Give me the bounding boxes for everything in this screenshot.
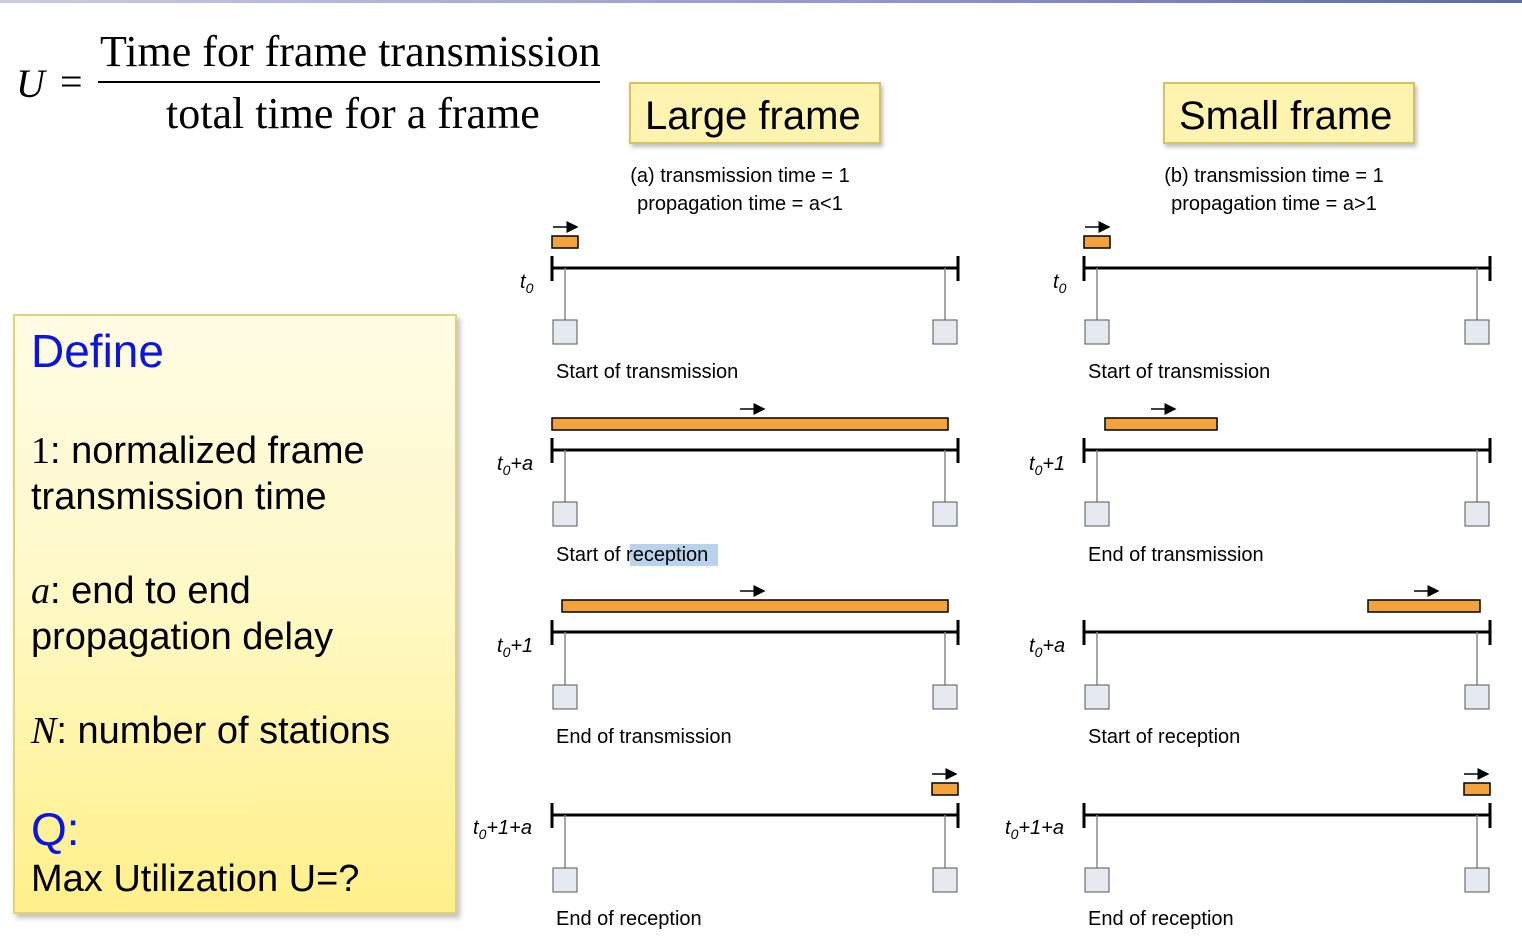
item2-line1: : end to end xyxy=(50,570,251,612)
frame-bar xyxy=(1463,782,1491,796)
station-left xyxy=(1084,867,1110,893)
small-frame-caption-line2: propagation time = a>1 xyxy=(1171,193,1377,215)
small-frame-title: Small frame xyxy=(1163,82,1415,144)
station-right xyxy=(932,867,958,893)
definitions-box: Define 1: normalized frame transmission … xyxy=(13,314,457,914)
station-right xyxy=(932,319,958,345)
step-label: Start of reception xyxy=(556,544,708,566)
station-left xyxy=(552,684,578,710)
time-label: t0+1 xyxy=(1029,453,1065,478)
time-label: t0+1 xyxy=(497,635,533,660)
small-frame-step-1: t0 Start of transmission xyxy=(1053,221,1492,383)
station-left xyxy=(1084,319,1110,345)
time-label: t0+1+a xyxy=(1005,817,1064,842)
text-highlight xyxy=(630,544,718,566)
item1-symbol: 1 xyxy=(31,430,50,472)
frame-bar xyxy=(931,782,959,796)
question-label: Q: xyxy=(31,803,80,855)
step-label: Start of transmission xyxy=(556,361,738,383)
step-label: End of reception xyxy=(556,908,702,930)
time-label: t0+a xyxy=(497,453,533,478)
station-left xyxy=(1084,684,1110,710)
large-frame-step-4: t0+1+a End of reception xyxy=(473,768,960,930)
frame-bar xyxy=(1367,599,1481,613)
define-item-frame-time: 1: normalized frame transmission time xyxy=(31,428,365,520)
define-item-stations: N: number of stations xyxy=(31,708,390,754)
large-frame-step-2: t0+a Start of reception xyxy=(497,403,960,566)
define-heading: Define xyxy=(31,325,164,377)
station-left xyxy=(552,867,578,893)
large-frame-caption-line1: (a) transmission time = 1 xyxy=(630,165,850,187)
station-right xyxy=(1464,684,1490,710)
step-label: End of transmission xyxy=(1088,544,1264,566)
formula-numerator: Time for frame transmission xyxy=(100,27,601,76)
time-label: t0+1+a xyxy=(473,817,532,842)
question-text: Max Utilization U=? xyxy=(31,858,360,900)
station-left xyxy=(552,501,578,527)
station-left xyxy=(552,319,578,345)
time-label: t0+a xyxy=(1029,635,1065,660)
large-frame-step-3: t0+1 End of transmission xyxy=(497,585,960,748)
station-right xyxy=(932,684,958,710)
time-label: t0 xyxy=(1053,271,1067,296)
item2-line2: propagation delay xyxy=(31,616,334,658)
item1-line2: transmission time xyxy=(31,476,327,518)
step-label: End of reception xyxy=(1088,908,1234,930)
define-item-propagation: a: end to end propagation delay xyxy=(31,568,333,660)
station-right xyxy=(1464,867,1490,893)
step-label: End of transmission xyxy=(556,726,732,748)
small-frame-step-4: t0+1+a End of reception xyxy=(1005,768,1492,930)
formula-denominator: total time for a frame xyxy=(166,89,540,138)
small-frame-step-2: t0+1 End of transmission xyxy=(1029,403,1492,566)
station-right xyxy=(1464,501,1490,527)
small-frame-caption: (b) transmission time = 1 propagation ti… xyxy=(1124,162,1424,218)
small-frame-caption-line1: (b) transmission time = 1 xyxy=(1164,165,1384,187)
formula-lhs: U xyxy=(16,61,45,106)
station-left xyxy=(1084,501,1110,527)
step-label: Start of transmission xyxy=(1088,361,1270,383)
item3-symbol: N xyxy=(31,710,57,752)
large-frame-title: Large frame xyxy=(629,82,881,144)
item2-symbol: a xyxy=(31,570,50,612)
large-frame-caption: (a) transmission time = 1 propagation ti… xyxy=(590,162,890,218)
frame-bar xyxy=(561,599,949,613)
time-label: t0 xyxy=(520,271,534,296)
station-right xyxy=(1464,319,1490,345)
station-right xyxy=(932,501,958,527)
large-frame-caption-line2: propagation time = a<1 xyxy=(637,193,843,215)
formula-equals: = xyxy=(60,59,83,104)
frame-bar xyxy=(551,235,579,249)
fraction-bar xyxy=(98,81,600,83)
frame-bar xyxy=(1083,235,1111,249)
frame-bar xyxy=(551,417,949,431)
step-label: Start of reception xyxy=(1088,726,1240,748)
item1-line1: : normalized frame xyxy=(50,430,365,472)
large-frame-step-1: t0 Start of transmission xyxy=(520,221,960,383)
top-accent-line xyxy=(0,0,1522,3)
item3-line1: : number of stations xyxy=(56,710,391,752)
small-frame-step-3: t0+a Start of reception xyxy=(1029,585,1492,748)
frame-bar xyxy=(1104,417,1218,431)
utilization-formula: U = Time for frame transmission total ti… xyxy=(16,22,616,142)
